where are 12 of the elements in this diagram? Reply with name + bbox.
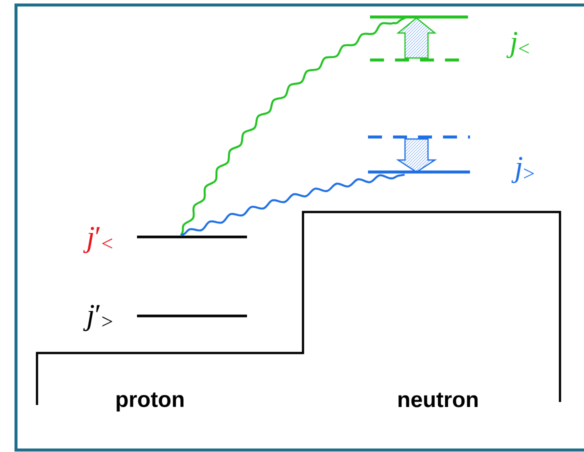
energy-level: [370, 16, 468, 62]
level-label: j′$_{>}$: [83, 304, 112, 332]
wavy-line: [180, 16, 408, 236]
wavy-line: [180, 174, 405, 236]
well-label: neutron: [398, 392, 478, 408]
energy-level: [137, 236, 247, 238]
level-label: j′$_{<}$: [83, 226, 112, 254]
well-label: proton: [116, 392, 184, 412]
level-label: j$_{>}$: [511, 156, 534, 184]
energy-level: [368, 136, 470, 174]
energy-level: [137, 314, 247, 318]
level-label: j$_{<}$: [506, 32, 529, 58]
